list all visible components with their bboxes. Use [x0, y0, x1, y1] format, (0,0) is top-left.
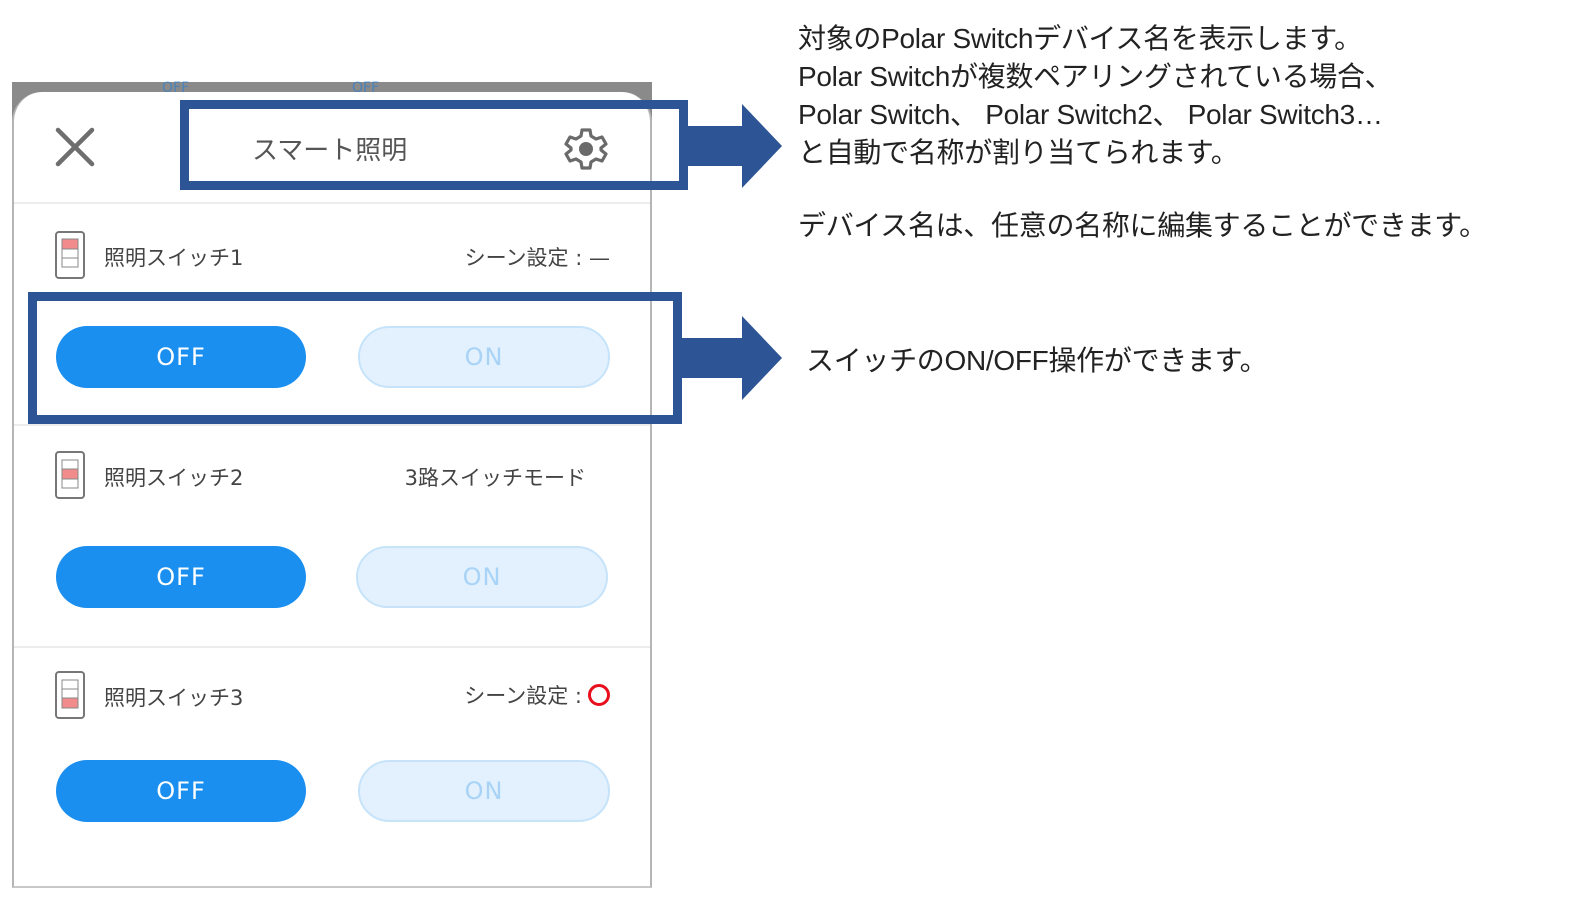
wall-switch-icon	[55, 671, 85, 719]
off-button[interactable]: OFF	[56, 546, 306, 608]
gear-icon[interactable]	[562, 125, 610, 173]
scene-active-circle-icon	[588, 684, 610, 706]
smart-lighting-panel: スマート照明 照明スイッチ1 シーン設定 : — OFF ON	[12, 92, 652, 888]
on-button[interactable]: ON	[358, 326, 610, 388]
three-way-mode-status: 3路スイッチモード	[405, 462, 586, 492]
arrow-right-icon	[680, 316, 782, 400]
annotation-line: と自動で名称が割り当てられます。	[798, 137, 1239, 168]
panel-header: スマート照明	[14, 92, 650, 204]
off-button[interactable]: OFF	[56, 760, 306, 822]
switch-name: 照明スイッチ1	[104, 246, 244, 270]
off-button[interactable]: OFF	[56, 326, 306, 388]
switch-control-callout-box	[28, 292, 682, 424]
switch-row-3: 照明スイッチ3 シーン設定 : OFF ON	[14, 640, 650, 860]
annotation-line: Polar Switch、 Polar Switch2、 Polar Switc…	[798, 99, 1383, 130]
device-name-callout-box	[180, 100, 688, 190]
switch-control-annotation: スイッチのON/OFF操作ができます。	[806, 345, 1268, 376]
close-icon[interactable]	[50, 122, 100, 172]
on-button[interactable]: ON	[356, 546, 608, 608]
scene-setting-status: シーン設定 : —	[465, 242, 610, 272]
annotation-line: 対象のPolar Switchデバイス名を表示します。	[798, 23, 1362, 54]
status-label: シーン設定 :	[464, 684, 582, 708]
device-name-edit-annotation: デバイス名は、任意の名称に編集することができます。	[798, 210, 1487, 241]
device-name-annotation: 対象のPolar Switchデバイス名を表示します。 Polar Switch…	[798, 20, 1393, 172]
arrow-right-icon	[686, 104, 782, 188]
device-name-title[interactable]: スマート照明	[252, 136, 408, 166]
switch-row-2: 照明スイッチ2 3路スイッチモード OFF ON	[14, 426, 650, 648]
status-label: シーン設定 : —	[464, 246, 610, 270]
status-label: 3路スイッチモード	[404, 466, 586, 490]
on-button[interactable]: ON	[358, 760, 610, 822]
switch-name: 照明スイッチ3	[104, 686, 244, 710]
annotation-line: Polar Switchが複数ペアリングされている場合、	[798, 61, 1393, 92]
wall-switch-icon	[55, 231, 85, 279]
scene-setting-status: シーン設定 :	[464, 680, 610, 710]
switch-name: 照明スイッチ2	[104, 466, 244, 490]
wall-switch-icon	[55, 451, 85, 499]
switch-row-1: 照明スイッチ1 シーン設定 : — OFF ON	[14, 204, 650, 426]
